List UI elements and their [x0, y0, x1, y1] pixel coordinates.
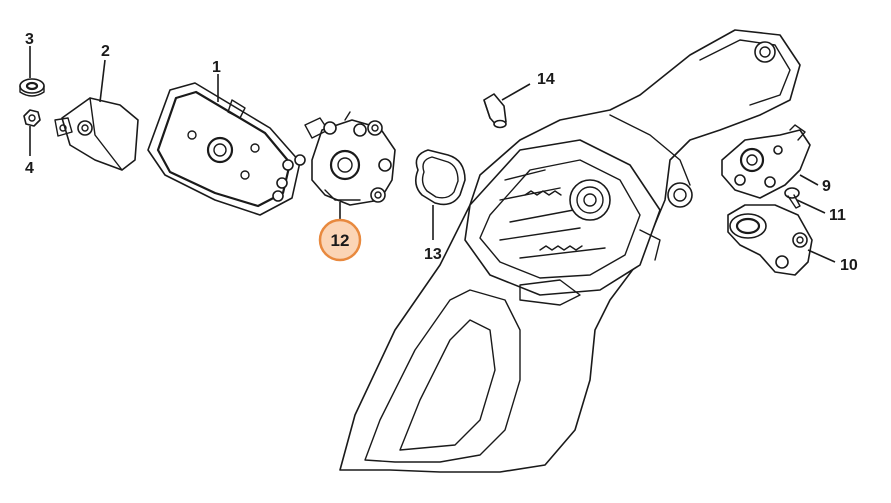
callout-14[interactable]: 14 — [537, 71, 555, 88]
callout-10[interactable]: 10 — [840, 257, 858, 274]
part-10-intake-manifold — [727, 204, 813, 276]
part-13-gasket — [414, 149, 466, 206]
leader-10 — [807, 249, 836, 263]
callout-4[interactable]: 4 — [25, 160, 34, 177]
leader-9 — [799, 174, 819, 186]
part-11-screw — [784, 187, 801, 209]
housing-handle — [339, 29, 801, 473]
part-3-washer — [19, 78, 45, 97]
part-14-connector — [483, 93, 507, 129]
callout-2[interactable]: 2 — [101, 43, 110, 60]
leader-lines — [29, 46, 836, 263]
part-1-filter-housing — [147, 82, 306, 216]
part-9-bracket — [721, 124, 811, 199]
callout-1[interactable]: 1 — [212, 59, 221, 76]
callout-11[interactable]: 11 — [829, 207, 846, 224]
leader-11 — [796, 199, 826, 214]
callout-12: 12 — [331, 231, 350, 250]
callout-3[interactable]: 3 — [25, 31, 34, 48]
leader-2 — [99, 59, 106, 103]
callout-9[interactable]: 9 — [822, 178, 831, 195]
callout-13[interactable]: 13 — [424, 246, 442, 263]
leader-14 — [501, 83, 531, 101]
highlight-circle — [318, 218, 362, 262]
part-2-cover — [54, 97, 139, 171]
part-12-carburetor — [304, 111, 396, 206]
part-4-nut — [23, 109, 41, 127]
highlighted-callout-12[interactable]: 12 — [318, 218, 362, 262]
